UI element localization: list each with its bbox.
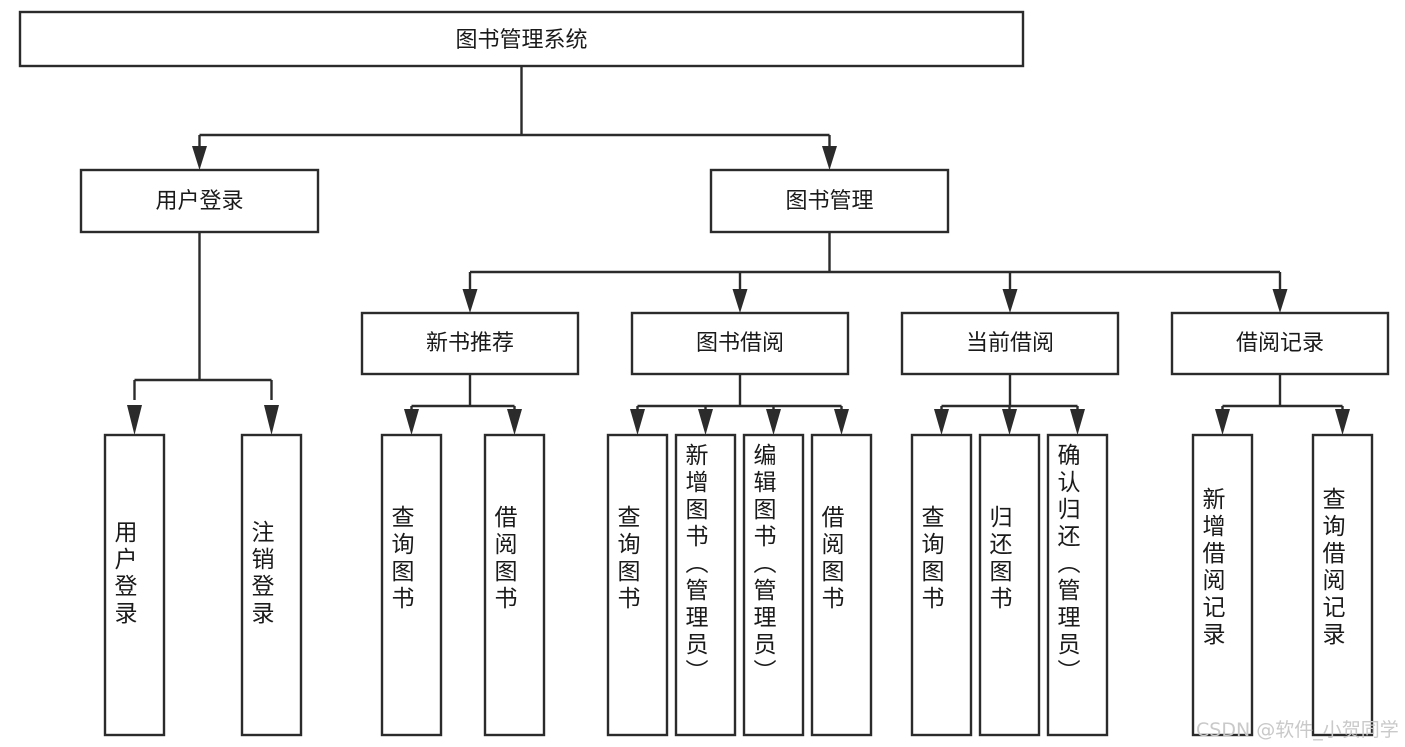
- arrowhead-book-borrow: [732, 289, 748, 313]
- leaf-box-user-logout[interactable]: [240, 433, 303, 737]
- connector-group-book-borrow: [630, 374, 849, 435]
- connector-group-new-book-rec: [404, 374, 522, 435]
- node-root-label: 图书管理系统: [455, 28, 587, 53]
- arrowhead-book-manage: [822, 146, 837, 170]
- node-book-manage-box[interactable]: [709, 168, 950, 234]
- node-root-box[interactable]: [18, 10, 1025, 68]
- node-root[interactable]: 图书管理系统: [18, 10, 1025, 68]
- leaf-box-query-record[interactable]: [1311, 433, 1374, 737]
- arrowhead-leaf-user-logout: [264, 405, 279, 435]
- arrowhead-leaf-edit-book: [766, 409, 781, 435]
- arrowhead-borrow-record: [1272, 289, 1288, 313]
- arrowhead-current-borrow: [1002, 289, 1018, 313]
- csdn-watermark: CSDN @软件_小贺同学: [1196, 719, 1399, 741]
- leaf-box-user-login[interactable]: [103, 433, 166, 737]
- arrowhead-leaf-return-book: [1002, 409, 1017, 435]
- arrowhead-leaf-query-book-1: [404, 409, 419, 435]
- node-book-borrow-box[interactable]: [630, 311, 850, 376]
- node-borrow-record-label: 借阅记录: [1236, 331, 1324, 356]
- arrowhead-leaf-add-book: [698, 409, 713, 435]
- arrowhead-leaf-query-record: [1335, 409, 1350, 435]
- node-new-book-rec-box[interactable]: [360, 311, 580, 376]
- leaf-box-borrow-book-2[interactable]: [810, 433, 873, 737]
- arrowhead-leaf-add-record: [1215, 409, 1230, 435]
- node-user-login[interactable]: 用户登录: [79, 168, 320, 234]
- node-current-borrow-box[interactable]: [900, 311, 1120, 376]
- arrowhead-new-book-rec: [462, 289, 478, 313]
- leaf-box-borrow-book-1[interactable]: [483, 433, 546, 737]
- node-new-book-rec-label: 新书推荐: [426, 331, 514, 356]
- node-borrow-record[interactable]: 借阅记录: [1170, 311, 1390, 376]
- leaf-box-add-book[interactable]: [674, 433, 737, 737]
- leaf-box-return-book[interactable]: [978, 433, 1041, 737]
- connector-group-borrow-record: [1215, 374, 1350, 435]
- node-user-login-label: 用户登录: [155, 189, 243, 214]
- connector-group-root: [192, 66, 837, 170]
- node-current-borrow[interactable]: 当前借阅: [900, 311, 1120, 376]
- leaf-box-add-record[interactable]: [1191, 433, 1254, 737]
- arrowhead-leaf-borrow-book-1: [507, 409, 522, 435]
- arrowhead-leaf-query-book-2: [630, 409, 645, 435]
- connector-group-current-borrow: [934, 374, 1085, 435]
- leaf-box-query-book-1[interactable]: [380, 433, 443, 737]
- leaf-box-query-book-2[interactable]: [606, 433, 669, 737]
- node-book-borrow-label: 图书借阅: [696, 331, 784, 356]
- node-user-login-box[interactable]: [79, 168, 320, 234]
- leaf-boxes: [103, 433, 1374, 737]
- arrowhead-leaf-confirm-return: [1070, 409, 1085, 435]
- leaf-box-edit-book[interactable]: [742, 433, 805, 737]
- node-borrow-record-box[interactable]: [1170, 311, 1390, 376]
- leaf-box-query-book-3[interactable]: [910, 433, 973, 737]
- leaf-box-confirm-return[interactable]: [1046, 433, 1109, 737]
- arrowhead-leaf-query-book-3: [934, 409, 949, 435]
- connector-group-book-manage: [462, 232, 1288, 313]
- arrowhead-user-login: [192, 146, 207, 170]
- node-current-borrow-label: 当前借阅: [966, 331, 1054, 356]
- arrowhead-leaf-borrow-book-2: [834, 409, 849, 435]
- arrowhead-leaf-user-login: [127, 405, 142, 435]
- node-book-manage-label: 图书管理: [785, 189, 873, 214]
- connector-group-user-login: [127, 232, 279, 435]
- node-book-manage[interactable]: 图书管理: [709, 168, 950, 234]
- node-new-book-rec[interactable]: 新书推荐: [360, 311, 580, 376]
- node-book-borrow[interactable]: 图书借阅: [630, 311, 850, 376]
